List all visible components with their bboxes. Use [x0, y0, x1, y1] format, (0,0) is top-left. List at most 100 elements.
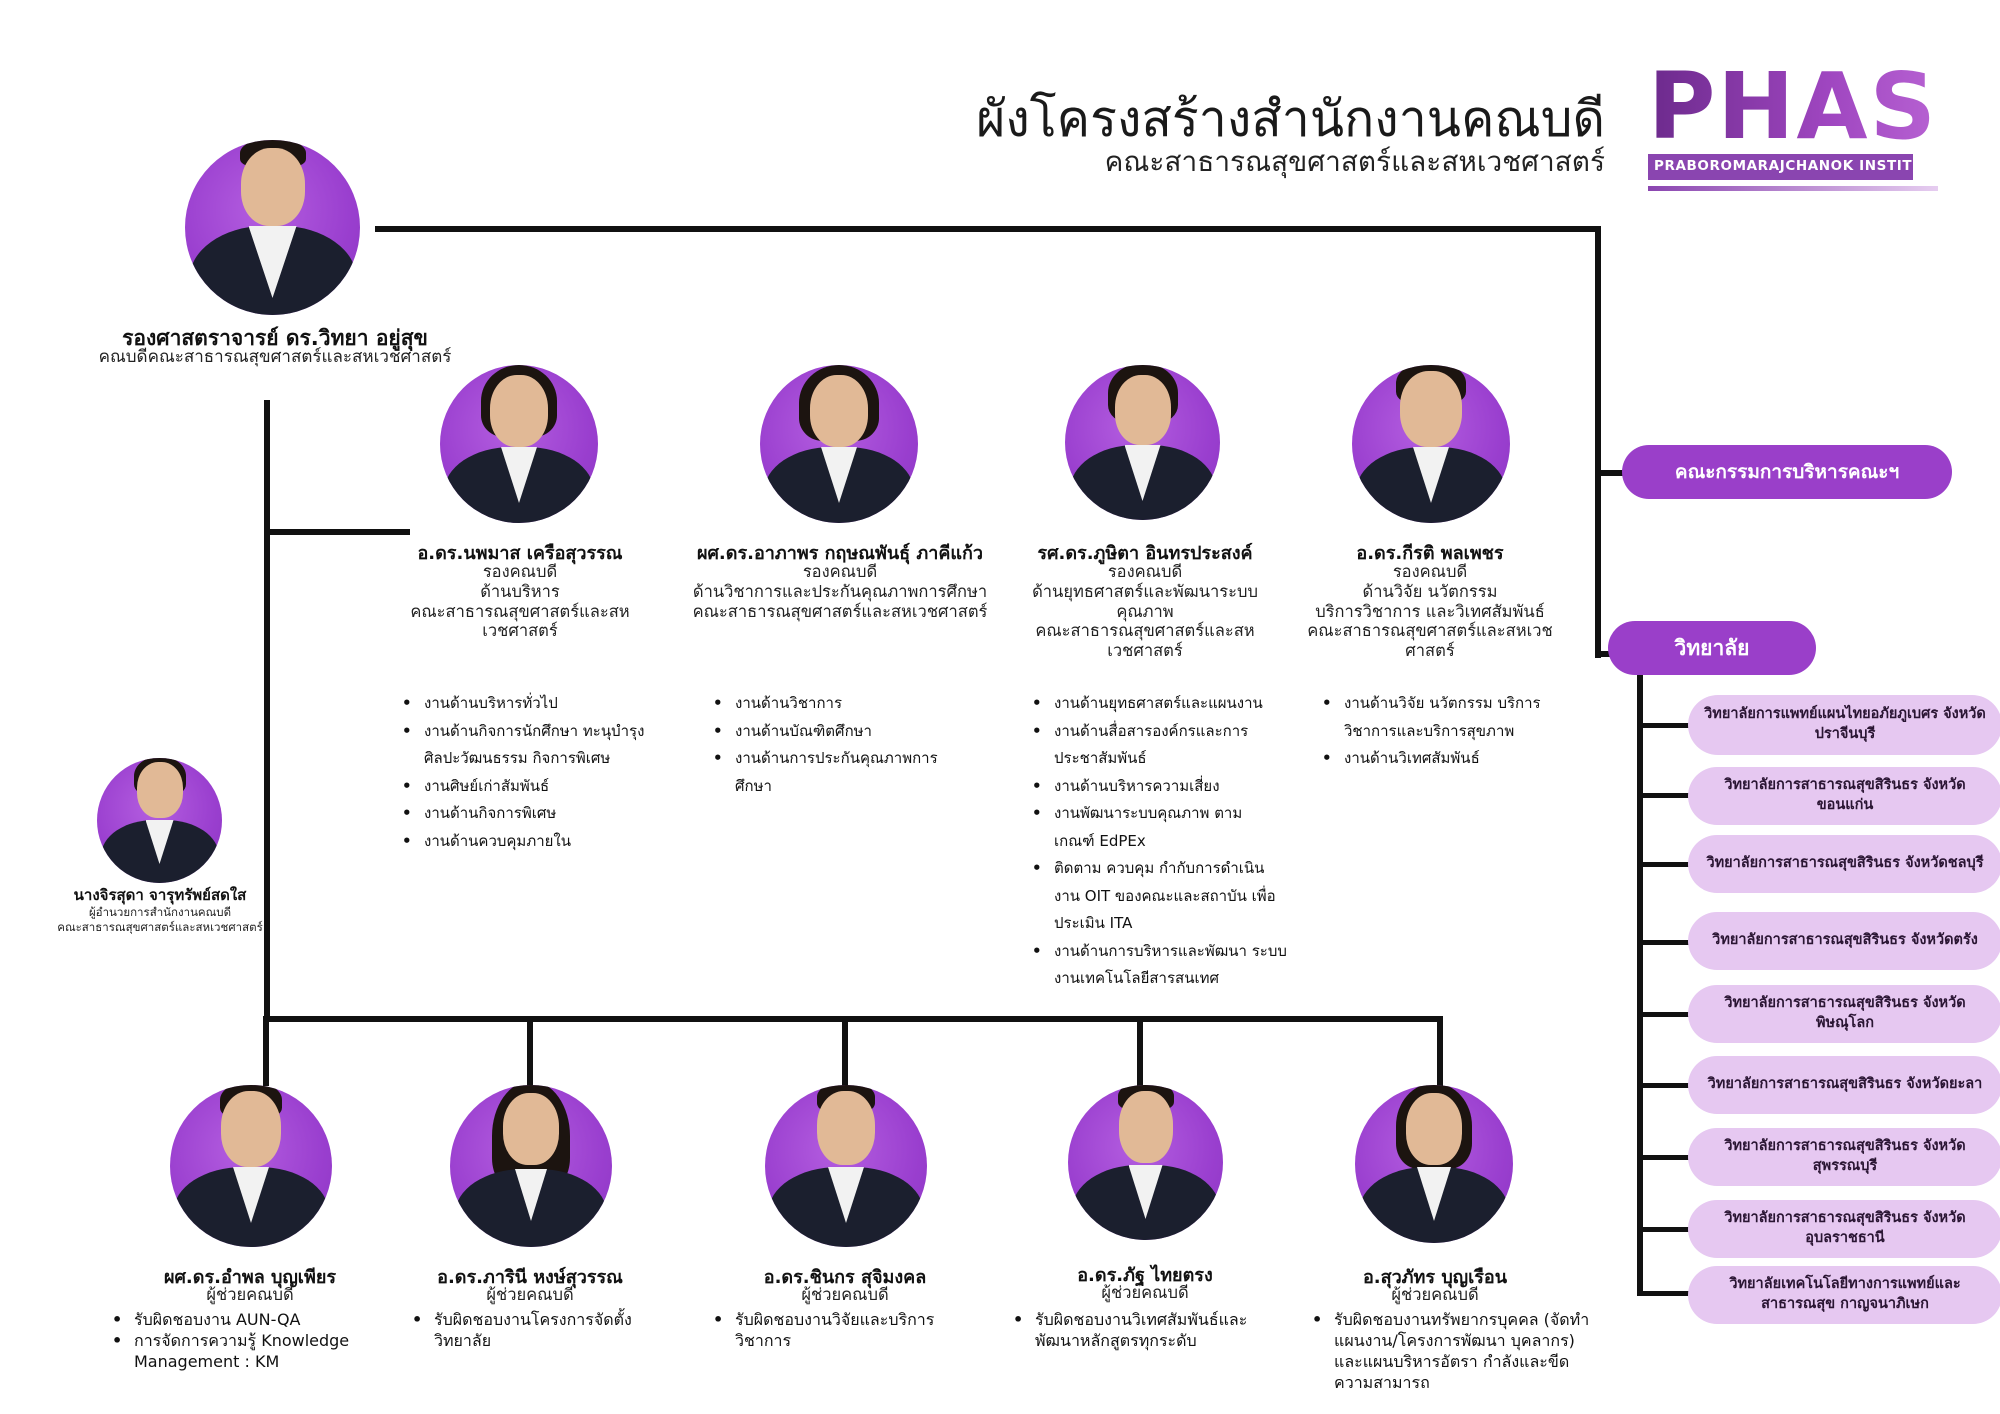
vice-dean-1-name: อ.ดร.นพมาส เครือสุวรรณ [417, 543, 623, 564]
college-connector [1637, 1227, 1689, 1232]
college-connector [1637, 793, 1689, 798]
duty-item: งานด้านกิจการพิเศษ [402, 800, 677, 828]
connector-dean-right [375, 226, 1600, 232]
college-connector [1637, 1155, 1689, 1160]
vice-dean-3-photo [1065, 365, 1220, 520]
college-connector [1637, 1012, 1689, 1017]
dean-title: คณบดีคณะสาธารณสุขศาสตร์และสหเวชศาสตร์ [98, 347, 452, 367]
vice-dean-3-duties: งานด้านยุทธศาสตร์และแผนงาน งานด้านสื่อสา… [1032, 690, 1287, 993]
phas-logo: PHAS PRABOROMARAJCHANOK INSTITUTE [1648, 61, 1948, 191]
logo-wordmark: PHAS [1648, 61, 1948, 153]
college-connector [1637, 940, 1689, 945]
connector-assistant-2 [527, 1016, 533, 1086]
assistant-3-duties: รับผิดชอบงานวิจัยและบริการ วิชาการ [713, 1309, 973, 1351]
connector-assistant-3 [842, 1016, 848, 1086]
duty-item: รับผิดชอบงานวิจัยและบริการ วิชาการ [713, 1309, 973, 1351]
assistant-5-name: อ.สุวภัทร บุญเรือน [1362, 1267, 1508, 1288]
assistant-2-role: ผู้ช่วยคณบดี [486, 1285, 574, 1304]
assistant-1-duties: รับผิดชอบงาน AUN-QA การจัดการความรู้ Kno… [112, 1309, 402, 1372]
logo-underline [1648, 186, 1938, 191]
duty-item: รับผิดชอบงานทรัพยากรบุคคล (จัดทำแผนงาน/โ… [1312, 1309, 1590, 1393]
director-title-1: ผู้อำนวยการสำนักงานคณบดี [88, 905, 232, 919]
duty-item: งานด้านวิชาการ [713, 690, 963, 718]
college-item: วิทยาลัยการแพทย์แผนไทยอภัยภูเบศร จังหวัด… [1688, 695, 2000, 755]
college-item: วิทยาลัยการสาธารณสุขสิรินธร จังหวัดตรัง [1688, 912, 2000, 970]
assistant-4-name: อ.ดร.ภัฐ ไทยตรง [1077, 1265, 1213, 1286]
college-item: วิทยาลัยการสาธารณสุขสิรินธร จังหวัดพิษณุ… [1688, 985, 2000, 1043]
vice-dean-3-role: รองคณบดี ด้านยุทธศาสตร์และพัฒนาระบบ คุณภ… [1032, 562, 1258, 661]
vice-dean-2-duties: งานด้านวิชาการ งานด้านบัณฑิตศึกษา งานด้า… [713, 690, 963, 800]
assistant-4-photo [1068, 1085, 1223, 1240]
logo-bar [1648, 154, 1913, 180]
duty-item: งานด้านบริหารทั่วไป [402, 690, 677, 718]
connector-colleges-vertical [1637, 672, 1643, 1293]
vice-dean-2-photo [760, 365, 918, 523]
assistant-5-duties: รับผิดชอบงานทรัพยากรบุคคล (จัดทำแผนงาน/โ… [1312, 1309, 1590, 1393]
duty-item: งานด้านควบคุมภายใน [402, 828, 677, 856]
assistant-1-role: ผู้ช่วยคณบดี [206, 1285, 294, 1304]
connector-left-vertical [264, 400, 270, 1022]
assistant-3-role: ผู้ช่วยคณบดี [801, 1285, 889, 1304]
duty-item: รับผิดชอบงาน AUN-QA [112, 1309, 402, 1330]
vice-dean-2-name: ผศ.ดร.อาภาพร กฤษณพันธุ์ ภาคีแก้ว [696, 543, 984, 564]
duty-item: งานด้านวิเทศสัมพันธ์ [1322, 745, 1567, 773]
duty-item: การจัดการความรู้ Knowledge Management : … [112, 1330, 402, 1372]
vice-dean-4-duties: งานด้านวิจัย นวัตกรรม บริการ วิชาการและบ… [1322, 690, 1567, 773]
assistant-1-name: ผศ.ดร.อำพล บุญเพียร [163, 1267, 337, 1288]
vice-dean-4-name: อ.ดร.กีรติ พลเพชร [1356, 543, 1504, 564]
college-item: วิทยาลัยการสาธารณสุขสิรินธร จังหวัดสุพรร… [1688, 1128, 2000, 1186]
college-connector [1637, 723, 1689, 728]
duty-item: งานพัฒนาระบบคุณภาพ ตาม เกณฑ์ EdPEx [1032, 800, 1287, 855]
duty-item: งานด้านยุทธศาสตร์และแผนงาน [1032, 690, 1287, 718]
vice-dean-4-photo [1352, 365, 1510, 523]
vice-dean-3-name: รศ.ดร.ภูษิตา อินทรประสงค์ [1037, 543, 1253, 564]
duty-item: งานด้านวิจัย นวัตกรรม บริการ วิชาการและบ… [1322, 690, 1567, 745]
college-connector [1637, 1291, 1689, 1296]
connector-assistant-5 [1437, 1016, 1443, 1086]
college-connector [1637, 1083, 1689, 1088]
assistant-3-name: อ.ดร.ชินกร สุจิมงคล [763, 1267, 927, 1288]
college-connector [1637, 862, 1689, 867]
duty-item: งานด้านบัณฑิตศึกษา [713, 718, 963, 746]
assistant-3-photo [765, 1085, 927, 1247]
vice-dean-2-role: รองคณบดี ด้านวิชาการและประกันคุณภาพการศึ… [692, 562, 988, 621]
connector-committee [1595, 470, 1625, 476]
duty-item: รับผิดชอบงานโครงการจัดตั้ง วิทยาลัย [412, 1309, 680, 1351]
connector-vicedean [264, 529, 410, 535]
logo-subtext: PRABOROMARAJCHANOK INSTITUTE [1654, 158, 1944, 174]
page-title: ผังโครงสร้างสำนักงานคณบดี [976, 90, 1605, 148]
college-item: วิทยาลัยการสาธารณสุขสิรินธร จังหวัดชลบุร… [1688, 835, 2000, 893]
connector-colleges-header [1595, 651, 1611, 657]
duty-item: รับผิดชอบงานวิเทศสัมพันธ์และ พัฒนาหลักสู… [1013, 1309, 1283, 1351]
connector-right-vertical [1595, 226, 1601, 658]
duty-item: ติดตาม ควบคุม กำกับการดำเนิน งาน OIT ของ… [1032, 855, 1287, 938]
duty-item: งานศิษย์เก่าสัมพันธ์ [402, 773, 677, 801]
college-item: วิทยาลัยการสาธารณสุขสิรินธร จังหวัดอุบลร… [1688, 1200, 2000, 1258]
vice-dean-1-duties: งานด้านบริหารทั่วไป งานด้านกิจการนักศึกษ… [402, 690, 677, 855]
duty-item: งานด้านการบริหารและพัฒนา ระบบงานเทคโนโลย… [1032, 938, 1287, 993]
director-name: นางจิรสุดา จารุทรัพย์สดใส [73, 886, 247, 904]
director-photo [97, 758, 222, 883]
vice-dean-1-photo [440, 365, 598, 523]
committee-box: คณะกรรมการบริหารคณะฯ [1622, 445, 1952, 499]
page-subtitle: คณะสาธารณสุขศาสตร์และสหเวชศาสตร์ [1104, 145, 1605, 178]
college-item: วิทยาลัยการสาธารณสุขสิรินธร จังหวัดยะลา [1688, 1056, 2000, 1114]
assistant-4-role: ผู้ช่วยคณบดี [1101, 1283, 1189, 1302]
assistant-4-duties: รับผิดชอบงานวิเทศสัมพันธ์และ พัฒนาหลักสู… [1013, 1309, 1283, 1351]
college-item: วิทยาลัยการสาธารณสุขสิรินธร จังหวัดขอนแก… [1688, 767, 2000, 825]
assistant-2-duties: รับผิดชอบงานโครงการจัดตั้ง วิทยาลัย [412, 1309, 680, 1351]
duty-item: งานด้านสื่อสารองค์กรและการ ประชาสัมพันธ์ [1032, 718, 1287, 773]
connector-assistant-1 [263, 1016, 269, 1086]
dean-photo [185, 140, 360, 315]
colleges-header: วิทยาลัย [1608, 621, 1816, 675]
connector-assistant-4 [1137, 1016, 1143, 1086]
duty-item: งานด้านกิจการนักศึกษา ทะนุบำรุง ศิลปะวัฒ… [402, 718, 677, 773]
college-item: วิทยาลัยเทคโนโลยีทางการแพทย์และสาธารณสุข… [1688, 1266, 2000, 1324]
vice-dean-4-role: รองคณบดี ด้านวิจัย นวัตกรรม บริการวิชากา… [1307, 562, 1553, 661]
assistant-1-photo [170, 1085, 332, 1247]
assistant-5-role: ผู้ช่วยคณบดี [1391, 1285, 1479, 1304]
assistant-2-photo [450, 1085, 612, 1247]
assistant-2-name: อ.ดร.ภารินี หงษ์สุวรรณ [437, 1267, 623, 1288]
assistant-5-photo [1355, 1085, 1513, 1243]
director-title-2: คณะสาธารณสุขศาสตร์และสหเวชศาสตร์ [57, 920, 263, 934]
